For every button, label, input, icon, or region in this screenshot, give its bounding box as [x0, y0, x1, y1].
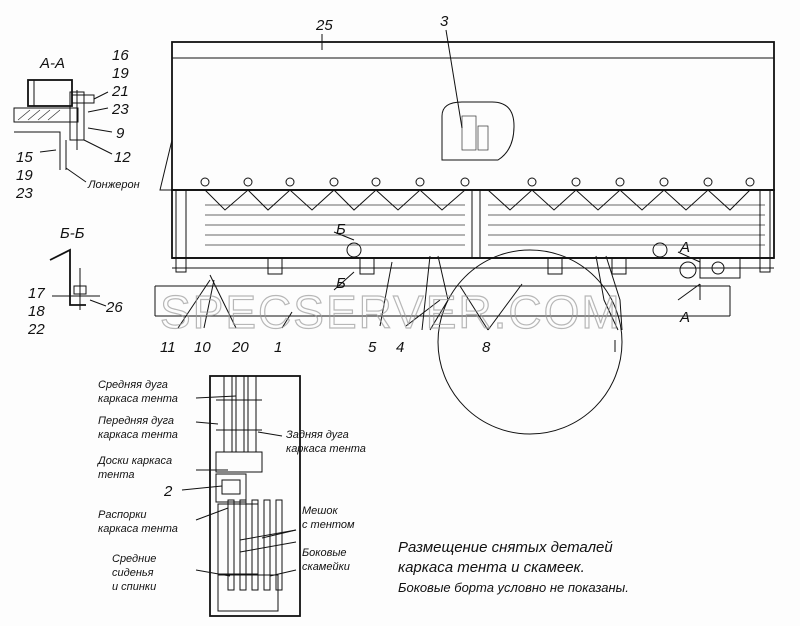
- section-aa-detail: [13, 79, 113, 183]
- section-mark-b-bottom: Б: [336, 275, 346, 292]
- callout-17: 17: [28, 285, 45, 302]
- callout-25: 25: [315, 17, 333, 34]
- callout-3: 3: [440, 13, 449, 30]
- callout-19a: 19: [112, 65, 129, 82]
- callout-8: 8: [482, 339, 491, 356]
- caption-line-1: Размещение снятых деталей: [398, 539, 613, 556]
- wheel-outline: [437, 249, 623, 435]
- callout-2: 2: [163, 483, 173, 500]
- callout-20: 20: [231, 339, 249, 356]
- section-aa-label: А-А: [39, 55, 65, 72]
- label-struts-2: каркаса тента: [98, 523, 178, 535]
- label-front-arc-2: каркаса тента: [98, 429, 178, 441]
- callout-18: 18: [28, 303, 45, 320]
- label-bag-2: с тентом: [302, 519, 355, 531]
- tie-loops: [200, 177, 755, 187]
- section-bb-label: Б-Б: [60, 225, 85, 242]
- label-bag-1: Мешок: [302, 505, 339, 517]
- label-rear-arc-2: каркаса тента: [286, 443, 366, 455]
- label-seats-3: и спинки: [112, 581, 156, 593]
- label-boards-1: Доски каркаса: [96, 455, 172, 467]
- callout-11: 11: [160, 339, 176, 356]
- callout-26: 26: [105, 299, 123, 316]
- callout-9: 9: [116, 125, 125, 142]
- callout-23a: 23: [111, 101, 129, 118]
- callout-1: 1: [274, 339, 282, 356]
- callout-12: 12: [114, 149, 131, 166]
- label-longeron: Лонжерон: [87, 179, 140, 191]
- label-boards-2: тента: [98, 469, 135, 481]
- label-rear-arc-1: Задняя дуга: [286, 429, 349, 441]
- label-seats-2: сиденья: [112, 567, 154, 579]
- watermark-text: SPECSERVER.COM: [160, 286, 622, 338]
- label-mid-arc-1: Средняя дуга: [98, 379, 168, 391]
- caption-line-2: каркаса тента и скамеек.: [398, 559, 585, 576]
- label-benches-2: скамейки: [302, 561, 350, 573]
- callout-5: 5: [368, 339, 377, 356]
- label-mid-arc-2: каркаса тента: [98, 393, 178, 405]
- callout-19b: 19: [16, 167, 33, 184]
- callout-10: 10: [194, 339, 211, 356]
- callout-16: 16: [112, 47, 129, 64]
- callout-23b: 23: [15, 185, 33, 202]
- removed-parts-stack: [209, 375, 301, 617]
- chassis-frame: [154, 285, 731, 317]
- label-struts-1: Распорки: [98, 509, 147, 521]
- callout-22: 22: [27, 321, 45, 338]
- callout-21: 21: [111, 83, 129, 100]
- label-seats-1: Средние: [112, 553, 156, 565]
- callout-15: 15: [16, 149, 33, 166]
- label-benches-1: Боковые: [302, 547, 347, 559]
- section-mark-b-top: Б: [336, 221, 346, 238]
- caption-note: Боковые борта условно не показаны.: [398, 580, 629, 595]
- label-front-arc-1: Передняя дуга: [98, 415, 174, 427]
- leader-lines: [177, 29, 701, 577]
- section-mark-a-bottom: А: [679, 309, 690, 326]
- section-mark-a-top: А: [679, 239, 690, 256]
- callout-4: 4: [396, 339, 404, 356]
- section-bb-detail: [49, 248, 107, 310]
- cargo-body: [159, 41, 775, 279]
